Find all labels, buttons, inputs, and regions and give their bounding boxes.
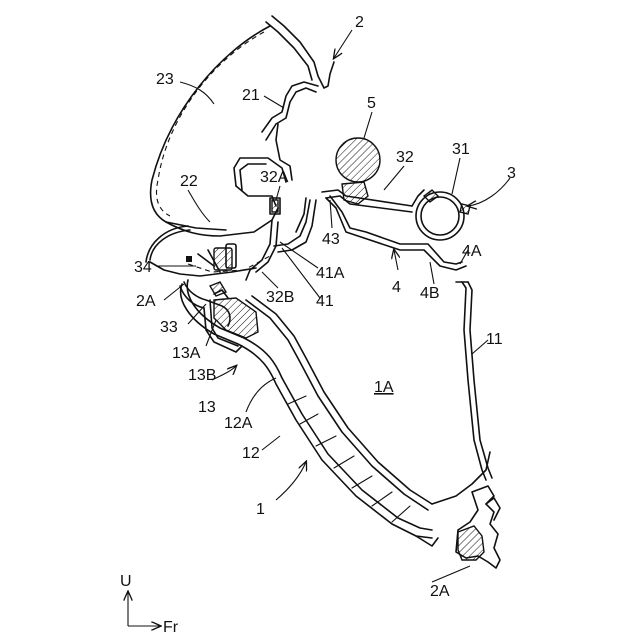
label-32A: 32A xyxy=(260,169,289,186)
label-2A-left: 2A xyxy=(136,293,156,310)
label-23: 23 xyxy=(156,71,174,88)
tube-31 xyxy=(416,190,470,240)
label-43: 43 xyxy=(322,231,340,248)
label-13: 13 xyxy=(198,399,216,416)
label-2A-bottom: 2A xyxy=(430,583,450,600)
door-outer-panel-23 xyxy=(151,26,270,230)
label-4B: 4B xyxy=(420,285,440,302)
label-1: 1 xyxy=(256,501,265,518)
cross-member-4 xyxy=(322,190,466,270)
label-5: 5 xyxy=(367,95,376,112)
label-21: 21 xyxy=(242,87,260,104)
label-31: 31 xyxy=(452,141,470,158)
label-11: 11 xyxy=(486,331,503,348)
label-33: 33 xyxy=(160,319,178,336)
label-3: 3 xyxy=(507,165,516,182)
label-34: 34 xyxy=(134,259,152,276)
orientation-indicator: U Fr xyxy=(120,573,179,636)
weatherstrip-34 xyxy=(186,244,270,272)
label-2: 2 xyxy=(355,14,364,31)
label-13B: 13B xyxy=(188,367,216,384)
label-41A: 41A xyxy=(316,265,345,282)
axis-up-label: U xyxy=(120,573,132,590)
axis-front-label: Fr xyxy=(163,619,179,636)
label-41: 41 xyxy=(316,293,334,310)
label-1A: 1A xyxy=(374,379,394,396)
label-32: 32 xyxy=(396,149,414,166)
label-12: 12 xyxy=(242,445,260,462)
label-12A: 12A xyxy=(224,415,253,432)
label-22: 22 xyxy=(180,173,198,190)
reinforcement-ribs xyxy=(288,396,410,522)
label-13A: 13A xyxy=(172,345,201,362)
clip-32A xyxy=(270,198,280,214)
label-32B: 32B xyxy=(266,289,294,306)
lower-seal-2A xyxy=(456,486,500,568)
reference-labels: 2 21 23 5 32 31 3 22 32A 43 4A 34 41A 2A… xyxy=(134,14,516,600)
label-4A: 4A xyxy=(462,243,482,260)
label-4: 4 xyxy=(392,279,401,296)
